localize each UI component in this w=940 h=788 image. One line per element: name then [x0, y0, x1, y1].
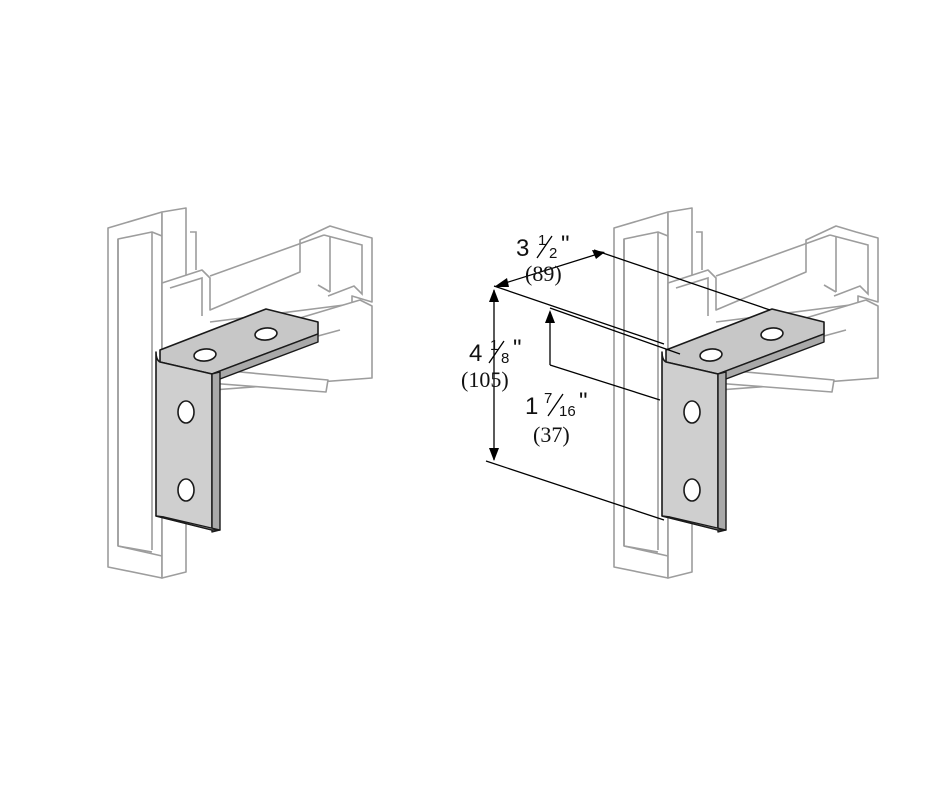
spacing-denominator: 16: [559, 403, 576, 420]
height-unit: ": [513, 335, 522, 362]
width-denominator: 2: [549, 245, 557, 262]
width-whole: 3: [516, 235, 529, 262]
spacing-unit: ": [579, 388, 588, 415]
spacing-metric: (37): [533, 422, 570, 447]
height-dimension-label: 4 1 8 " (105): [461, 335, 522, 392]
spacing-numerator: 7: [544, 390, 552, 407]
height-denominator: 8: [501, 350, 509, 367]
width-unit: ": [561, 231, 570, 258]
height-whole: 4: [469, 340, 482, 367]
height-numerator: 1: [490, 337, 498, 354]
width-dimension-label: 3 1 2 " (89): [516, 231, 570, 286]
hole-spacing-dimension-label: 1 7 16 " (37): [525, 388, 588, 447]
left-assembly-view: [107, 207, 373, 579]
right-assembly-view: [613, 207, 879, 579]
dimension-lines: [485, 249, 771, 521]
spacing-whole: 1: [525, 393, 538, 420]
width-metric: (89): [525, 261, 562, 286]
width-numerator: 1: [538, 232, 546, 249]
height-metric: (105): [461, 367, 509, 392]
